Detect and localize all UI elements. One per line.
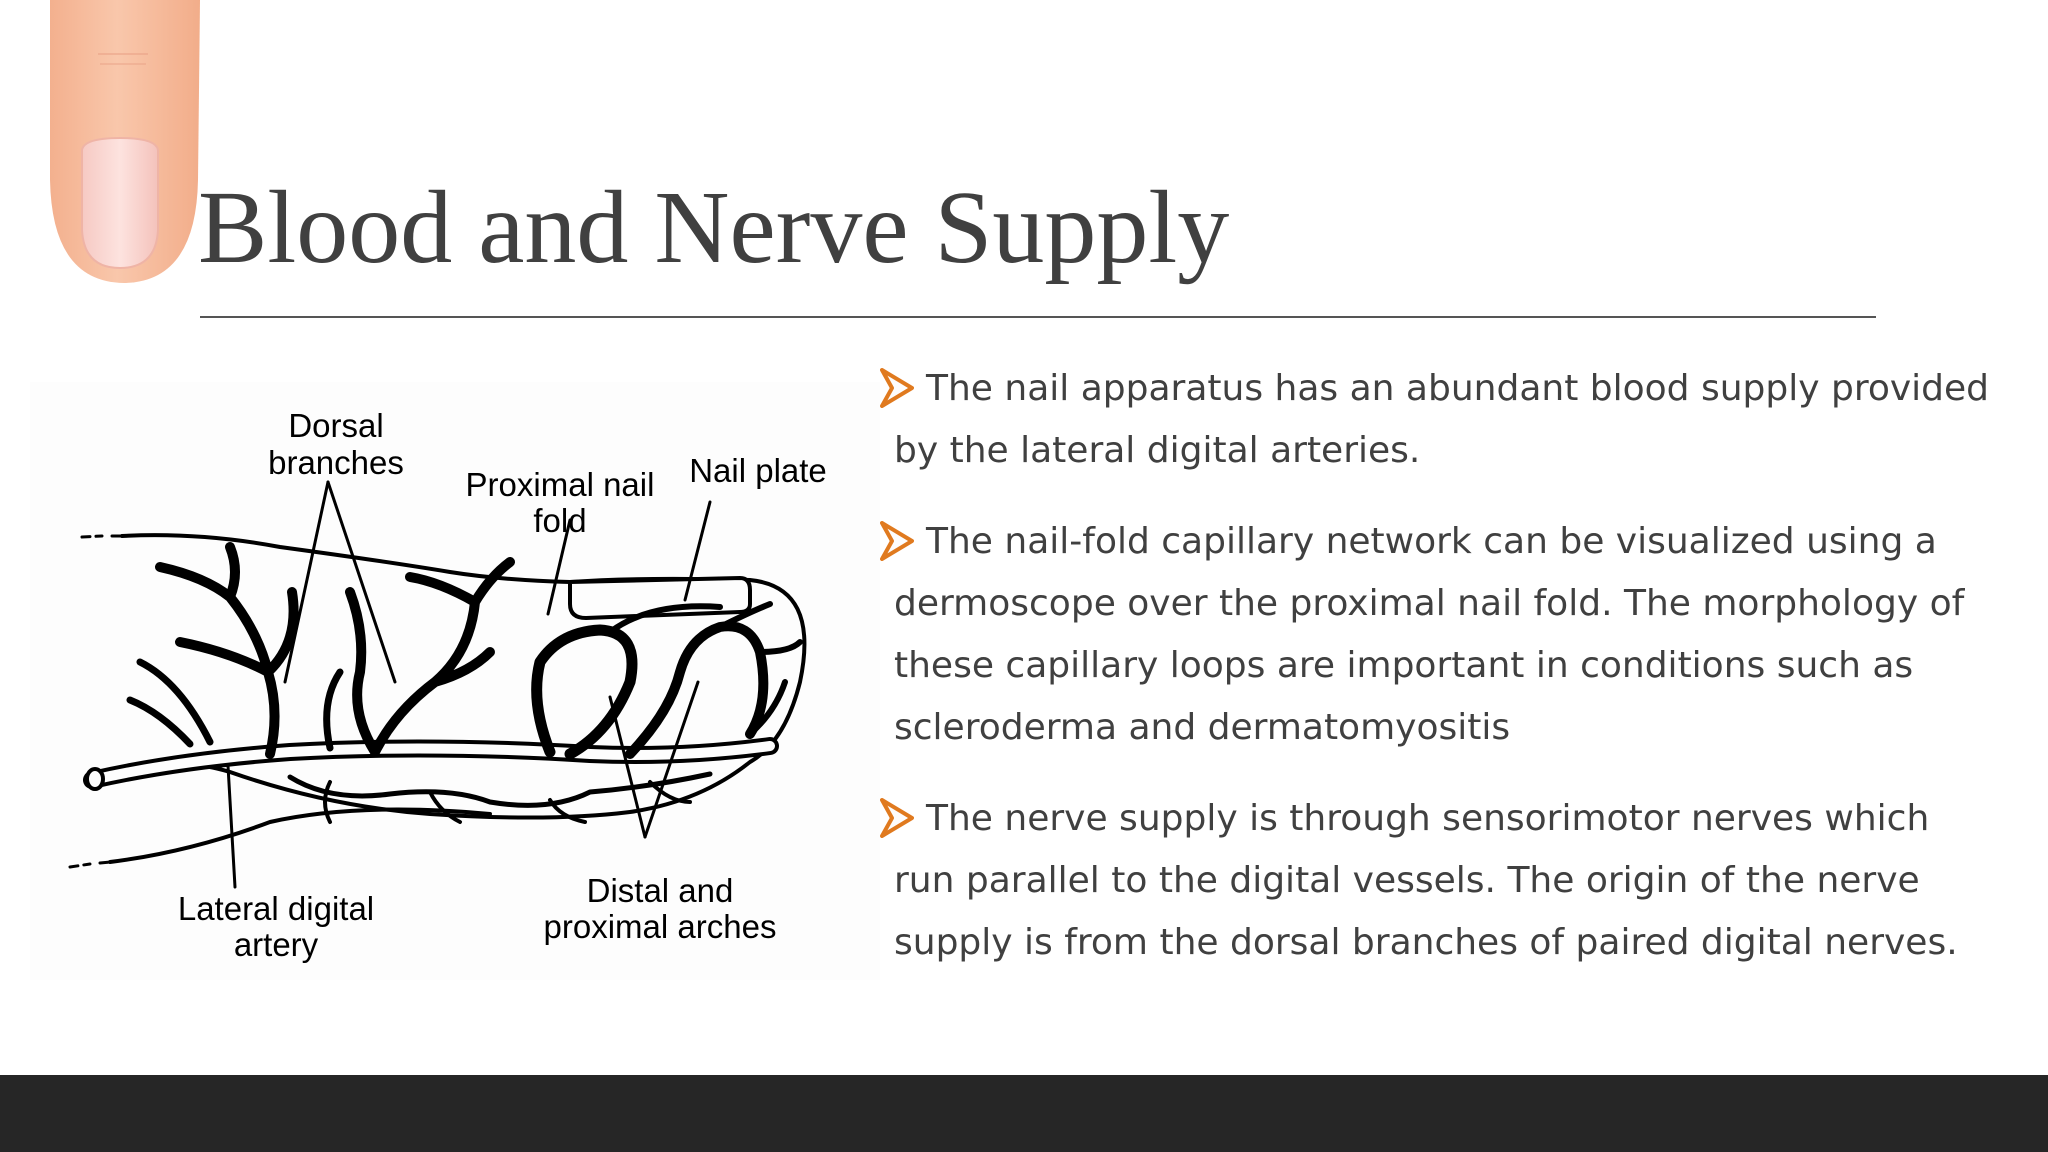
title-divider (200, 316, 1876, 318)
arrow-bullet-icon (880, 798, 914, 838)
label-nail-plate: Nail plate (689, 452, 827, 489)
label-distal-proximal-arches: Distal and (587, 872, 734, 909)
label-proximal-nail-fold-line2: fold (533, 502, 586, 539)
slide-title: Blood and Nerve Supply (198, 170, 1230, 285)
label-lateral-digital-artery: Lateral digital (178, 890, 374, 927)
label-dorsal-branches-line2: branches (268, 444, 404, 481)
nail-vasculature-diagram: Dorsal branches Proximal nail fold Nail … (30, 382, 880, 980)
footer-bar (0, 1075, 2048, 1152)
arrow-bullet-icon (880, 368, 914, 408)
label-distal-proximal-arches-line2: proximal arches (544, 908, 777, 945)
bullet-text: The nail-fold capillary network can be v… (894, 521, 1965, 748)
bullet-item-blood-supply: The nail apparatus has an abundant blood… (880, 358, 1990, 482)
finger-nail-icon (50, 0, 200, 283)
label-dorsal-branches: Dorsal (288, 407, 383, 444)
bullet-text: The nail apparatus has an abundant blood… (894, 368, 1990, 471)
label-lateral-digital-artery-line2: artery (234, 926, 319, 963)
bullet-item-capillary-network: The nail-fold capillary network can be v… (880, 511, 1990, 759)
bullet-list: The nail apparatus has an abundant blood… (880, 358, 1990, 1003)
arrow-bullet-icon (880, 521, 914, 561)
bullet-text: The nerve supply is through sensorimotor… (894, 798, 1958, 963)
label-proximal-nail-fold: Proximal nail (466, 466, 655, 503)
bullet-item-nerve-supply: The nerve supply is through sensorimotor… (880, 788, 1990, 974)
